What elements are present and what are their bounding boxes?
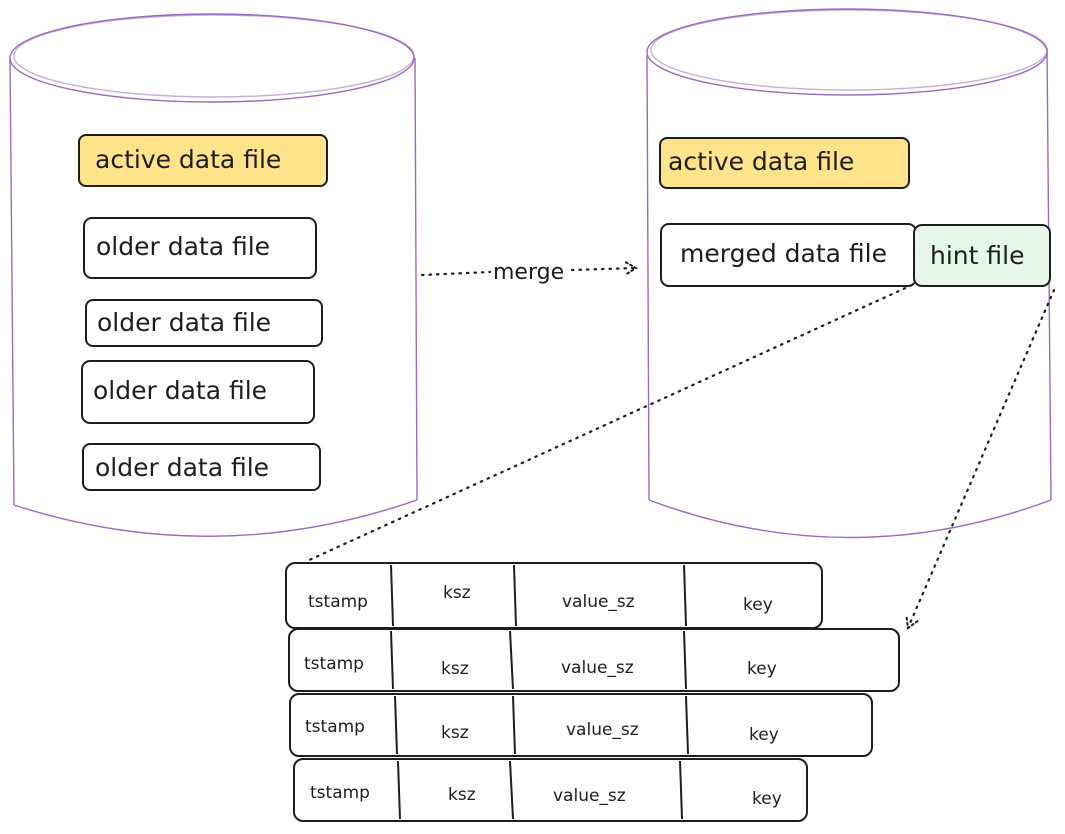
right-cylinder-body [646,47,1052,539]
left-cylinder-body [9,57,418,537]
left-older-data-file: older data file [85,299,323,347]
tstamp-cell: tstamp [304,654,364,674]
merged-file-label: merged data file [680,239,887,268]
left-active-file-label: active data file [95,145,281,174]
value-sz-cell: value_sz [562,592,635,612]
hint-entry-row: tstamp ksz value_sz key [293,758,808,822]
key-cell: key [747,659,777,679]
merge-label: merge [493,260,564,285]
right-storage-cylinder [646,8,1052,539]
key-cell: key [743,595,773,615]
left-older-data-file: older data file [81,360,315,424]
tstamp-cell: tstamp [310,783,370,803]
value-sz-cell: value_sz [553,786,626,806]
ksz-cell: ksz [441,723,469,743]
left-older-data-file: older data file [83,217,317,279]
older-file-label: older data file [93,376,267,405]
hint-file-label: hint file [930,241,1024,270]
hint-entry-row: tstamp ksz value_sz key [288,628,900,692]
left-older-data-file: older data file [82,443,321,491]
hint-connector-right [908,288,1056,628]
older-file-label: older data file [97,308,271,337]
older-file-label: older data file [95,453,269,482]
key-cell: key [752,789,782,809]
tstamp-cell: tstamp [305,717,365,737]
value-sz-cell: value_sz [561,658,634,678]
value-sz-cell: value_sz [566,720,639,740]
ksz-cell: ksz [443,583,471,603]
hint-entry-row: tstamp ksz value_sz key [289,693,873,757]
hint-file: hint file [913,224,1051,287]
left-storage-cylinder [9,13,418,537]
right-active-file-label: active data file [668,147,854,176]
hint-connector-left [303,283,914,564]
merge-arrow: merge [420,260,636,285]
left-active-data-file: active data file [78,134,328,187]
right-active-data-file: active data file [659,137,910,189]
ksz-cell: ksz [448,785,476,805]
tstamp-cell: tstamp [308,592,368,612]
ksz-cell: ksz [441,659,469,679]
merged-data-file: merged data file [660,223,917,287]
key-cell: key [749,725,779,745]
hint-entry-row: tstamp ksz value_sz key [285,562,823,629]
older-file-label: older data file [96,232,270,261]
